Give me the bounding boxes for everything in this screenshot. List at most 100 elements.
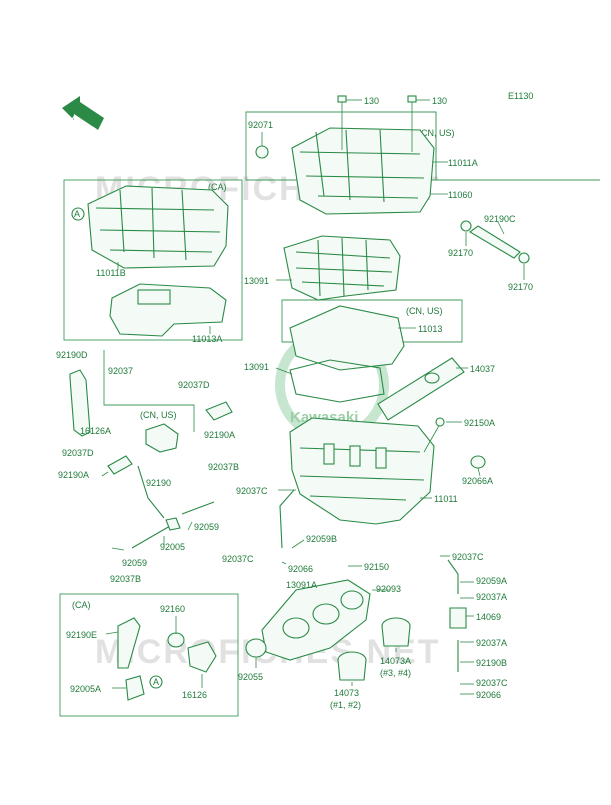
label-92190e: 92190E — [66, 630, 97, 640]
label-92170-a: 92170 — [448, 248, 473, 258]
label-92005a: 92005A — [70, 684, 101, 694]
valve-16126 — [187, 641, 217, 673]
box-ca-bottom — [59, 593, 239, 717]
label-11013: 11013 — [418, 324, 442, 334]
pipe-92059-lower — [131, 525, 171, 549]
label-16126a: 16126A — [80, 426, 111, 436]
label-92037d-b: 92037D — [62, 448, 94, 458]
label-16126: 16126 — [182, 690, 207, 700]
label-92066: 92066 — [288, 564, 313, 574]
valve-16126a — [145, 423, 179, 453]
label-92037d: 92037D — [178, 380, 210, 390]
label-92055: 92055 — [238, 672, 263, 682]
label-92059a: 92059A — [476, 576, 507, 586]
part-labels: 130 130 92071 11011A 11060 92190C 92170 … — [56, 96, 533, 710]
duct-14073a — [381, 617, 411, 647]
callout-a-top-letter: A — [74, 209, 80, 219]
label-92190a-upper: 92190A — [204, 430, 235, 440]
label-92037c-b: 92037C — [222, 554, 254, 564]
cover-11011b: A — [71, 185, 229, 269]
box-cn-us-top-title: (CN, US) — [418, 128, 455, 138]
callout-a-bottom-letter: A — [153, 677, 159, 687]
label-92190: 92190 — [146, 478, 171, 488]
box-cn-us-mid-title: (CN, US) — [406, 306, 443, 316]
label-13091a: 13091A — [286, 580, 317, 590]
label-92170-b: 92170 — [508, 282, 533, 292]
seal-13091-top — [283, 235, 401, 301]
label-92093: 92093 — [376, 584, 401, 594]
hose-92190a-lower — [107, 455, 133, 475]
box-ca-top-title: (CA) — [208, 182, 227, 192]
label-130-a: 130 — [364, 96, 379, 106]
part-14037 — [377, 357, 465, 421]
label-92037c-c: 92037C — [452, 552, 484, 562]
label-14073a-variant: (#3, #4) — [380, 668, 411, 678]
box-ca-top — [63, 179, 243, 341]
element-11013 — [289, 305, 405, 371]
label-92190a-lower: 92190A — [58, 470, 89, 480]
duct-14073 — [337, 651, 367, 681]
label-92150a: 92150A — [464, 418, 495, 428]
label-92037: 92037 — [108, 366, 133, 376]
grommet-92071 — [255, 145, 269, 159]
label-14037: 14037 — [470, 364, 495, 374]
bolt-130-a — [337, 95, 347, 150]
bolt-92150a — [435, 417, 445, 427]
intake-13091a — [245, 579, 371, 661]
diagram-code: E1130 — [508, 91, 533, 101]
callout-a-bottom — [149, 675, 163, 689]
box-ca-bottom-title: (CA) — [72, 600, 91, 610]
label-11060: 11060 — [448, 190, 472, 200]
label-92005: 92005 — [160, 542, 185, 552]
label-92071: 92071 — [248, 120, 273, 130]
ring-92160 — [167, 632, 185, 648]
label-92066a: 92066A — [462, 476, 493, 486]
filter-14069 — [449, 607, 467, 629]
label-13091-b: 13091 — [244, 362, 269, 372]
label-92190c: 92190C — [484, 214, 516, 224]
label-92037a: 92037A — [476, 592, 507, 602]
hose-92190d — [69, 369, 91, 437]
leader-lines — [101, 99, 525, 695]
joint-92005 — [165, 517, 181, 531]
box-cn-us-left-title: (CN, US) — [140, 410, 177, 420]
label-92037a-b: 92037A — [476, 638, 507, 648]
label-14073-variant: (#1, #2) — [330, 700, 361, 710]
label-11011b: 11011B — [96, 268, 126, 278]
label-11011a: 11011A — [448, 158, 478, 168]
front-arrow-icon: FRONT — [62, 96, 104, 136]
cap-92066a — [470, 455, 486, 469]
label-11011: 11011 — [434, 494, 458, 504]
callout-a-top — [71, 207, 85, 221]
airbox-11011 — [289, 417, 486, 525]
label-14073a: 14073A — [380, 656, 411, 666]
label-130-b: 130 — [432, 96, 447, 106]
hose-92059a — [447, 559, 459, 594]
label-92066-b: 92066 — [476, 690, 501, 700]
label-13091-a: 13091 — [244, 276, 269, 286]
label-92059: 92059 — [194, 522, 219, 532]
label-92037c-d: 92037C — [476, 678, 508, 688]
box-cn-us-left — [103, 350, 195, 432]
label-14073: 14073 — [334, 688, 359, 698]
label-92190b: 92190B — [476, 658, 507, 668]
label-92150: 92150 — [364, 562, 389, 572]
label-92037b: 92037B — [208, 462, 239, 472]
label-92190d: 92190D — [56, 350, 88, 360]
label-92037c: 92037C — [236, 486, 268, 496]
hose-92190c — [460, 220, 530, 264]
joint-92005a — [125, 675, 145, 701]
bolt-130-b — [407, 95, 417, 152]
oring-92055 — [245, 638, 267, 658]
label-92059-lower: 92059 — [122, 558, 147, 568]
hose-92190e — [117, 617, 141, 669]
label-92037b-lower: 92037B — [110, 574, 141, 584]
box-cn-us-mid — [281, 299, 463, 343]
element-11013a — [109, 283, 227, 337]
cover-11011a — [255, 127, 435, 215]
label-92059b: 92059B — [306, 534, 337, 544]
hose-92190a-upper — [205, 401, 233, 421]
label-92160: 92160 — [160, 604, 185, 614]
pipe-92059 — [181, 501, 215, 515]
